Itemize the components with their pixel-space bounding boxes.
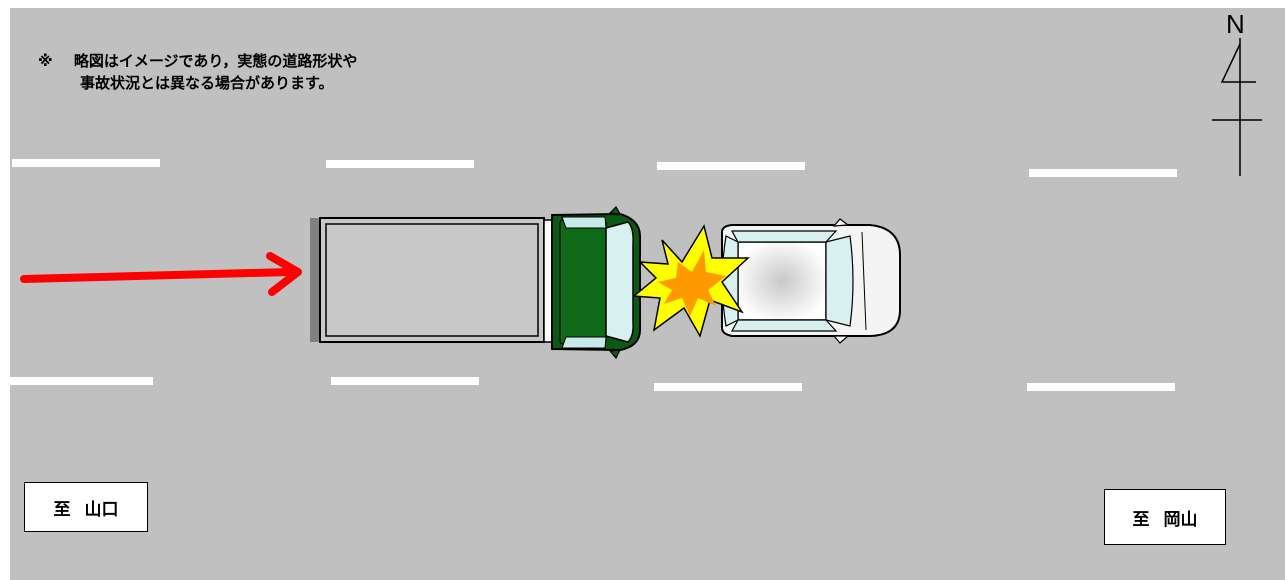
destination-place: 岡山 <box>1164 505 1198 530</box>
lane-marking <box>1029 169 1177 177</box>
lane-marking <box>5 377 153 385</box>
lane-marking <box>654 383 802 391</box>
destination-prefix: 至 <box>54 495 71 520</box>
truck-cargo-box <box>320 218 544 342</box>
destination-west-sign: 至 山口 <box>24 482 148 532</box>
compass-north-label: N <box>1226 9 1245 39</box>
truck-cab <box>552 207 640 358</box>
truck <box>310 207 640 358</box>
destination-east-sign: 至 岡山 <box>1104 489 1226 545</box>
lane-marking <box>1027 383 1175 391</box>
destination-prefix: 至 <box>1133 505 1150 530</box>
note-line-1: 略図はイメージであり，実態の道路形状や <box>74 52 358 70</box>
car <box>722 219 900 343</box>
note-marker: ※ <box>38 52 53 70</box>
lane-marking <box>12 159 160 167</box>
lane-marking <box>326 160 474 168</box>
disclaimer-note: ※ 略図はイメージであり，実態の道路形状や 事故状況とは異なる場合があります。 <box>38 50 357 94</box>
note-line-2: 事故状況とは異なる場合があります。 <box>38 72 357 94</box>
lane-marking <box>657 162 805 170</box>
lane-marking <box>331 377 479 385</box>
car-roof <box>738 242 826 320</box>
destination-place: 山口 <box>85 495 119 520</box>
